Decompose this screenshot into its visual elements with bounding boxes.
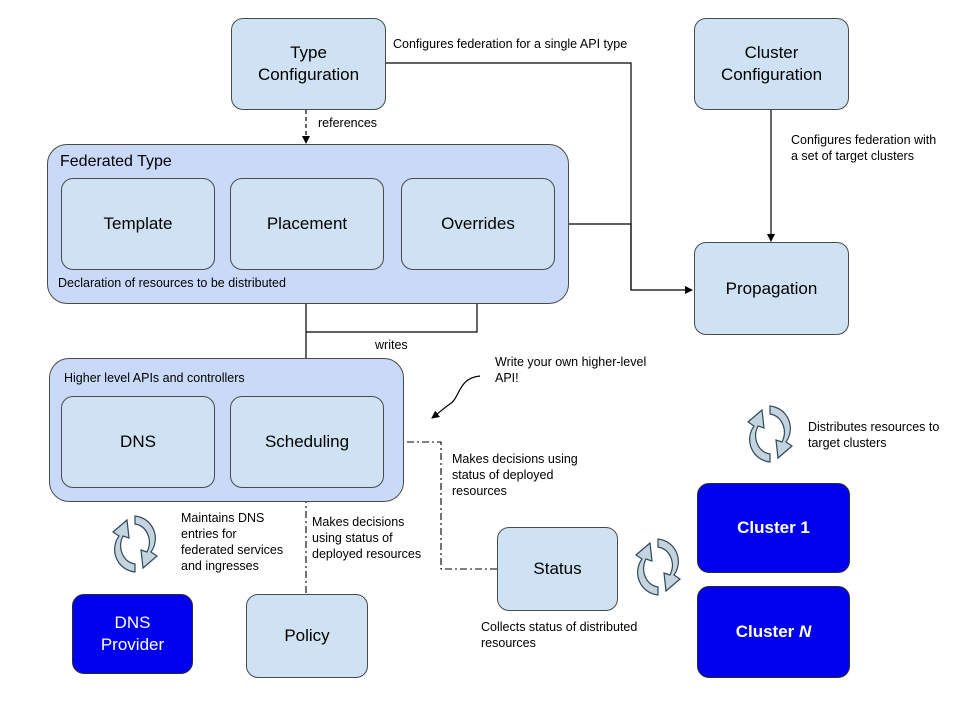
write-your-own-curve-arrow: [431, 375, 481, 419]
policy-label: Policy: [284, 626, 330, 645]
cluster-1-label: Cluster 1: [737, 518, 810, 537]
references-label: references: [318, 116, 378, 130]
propagation-label: Propagation: [725, 278, 818, 298]
propagation-box[interactable]: Propagation: [694, 242, 849, 335]
maintains-dns-label: Maintains DNS entries for federated serv…: [181, 511, 284, 573]
type-configuration-label: Type Configuration: [257, 43, 360, 84]
status-box[interactable]: Status: [497, 527, 618, 611]
status-to-scheduling-arrow: [385, 438, 497, 570]
template-box[interactable]: Template: [61, 178, 215, 270]
type-config-to-propagation-arrow: [386, 62, 693, 294]
cluster-configuration-box[interactable]: Cluster Configuration: [694, 18, 849, 110]
dns-provider-box[interactable]: DNS Provider: [72, 594, 193, 674]
cluster-n-label: Cluster N: [736, 621, 812, 643]
collects-status-label: Collects status of distributed resources: [481, 620, 638, 650]
placement-label: Placement: [266, 214, 348, 233]
policy-box[interactable]: Policy: [246, 594, 368, 678]
cluster-n-box[interactable]: Cluster N: [697, 586, 850, 678]
dns-box[interactable]: DNS: [61, 396, 215, 488]
dns-label: DNS: [120, 432, 156, 451]
write-your-own-label: Write your own higher-level API!: [495, 355, 647, 385]
overrides-box[interactable]: Overrides: [401, 178, 555, 270]
scheduling-label: Scheduling: [264, 432, 350, 451]
distributes-label: Distributes resources to target clusters: [808, 420, 940, 450]
status-label: Status: [533, 559, 582, 578]
writes-label: writes: [375, 338, 408, 352]
cycle-arrows-icon-dns: [112, 515, 158, 573]
cluster-configuration-label: Cluster Configuration: [720, 43, 823, 84]
cluster-n-prefix: Cluster: [735, 622, 799, 641]
cluster-1-box[interactable]: Cluster 1: [697, 483, 850, 573]
cycle-arrows-icon-status: [635, 538, 681, 596]
federated-type-caption: Declaration of resources to be distribut…: [58, 276, 286, 290]
decisions-policy-label: Makes decisions using status of deployed…: [312, 515, 422, 561]
federated-type-to-propagation-arrow: [569, 223, 632, 290]
configures-single-api-label: Configures federation for a single API t…: [393, 37, 628, 51]
type-configuration-box[interactable]: Type Configuration: [231, 18, 386, 110]
configures-clusters-label: Configures federation with a set of targ…: [791, 133, 937, 163]
decisions-status-label: Makes decisions using status of deployed…: [452, 452, 578, 498]
higher-level-title: Higher level APIs and controllers: [64, 371, 245, 385]
cycle-arrows-icon-distribution: [747, 405, 793, 463]
scheduling-box[interactable]: Scheduling: [230, 396, 384, 488]
placement-box[interactable]: Placement: [230, 178, 384, 270]
overrides-label: Overrides: [441, 214, 515, 233]
dns-provider-label: DNS Provider: [100, 613, 165, 654]
federated-type-title: Federated Type: [60, 153, 172, 170]
cluster-n-italic: N: [799, 622, 812, 641]
template-label: Template: [103, 214, 173, 233]
